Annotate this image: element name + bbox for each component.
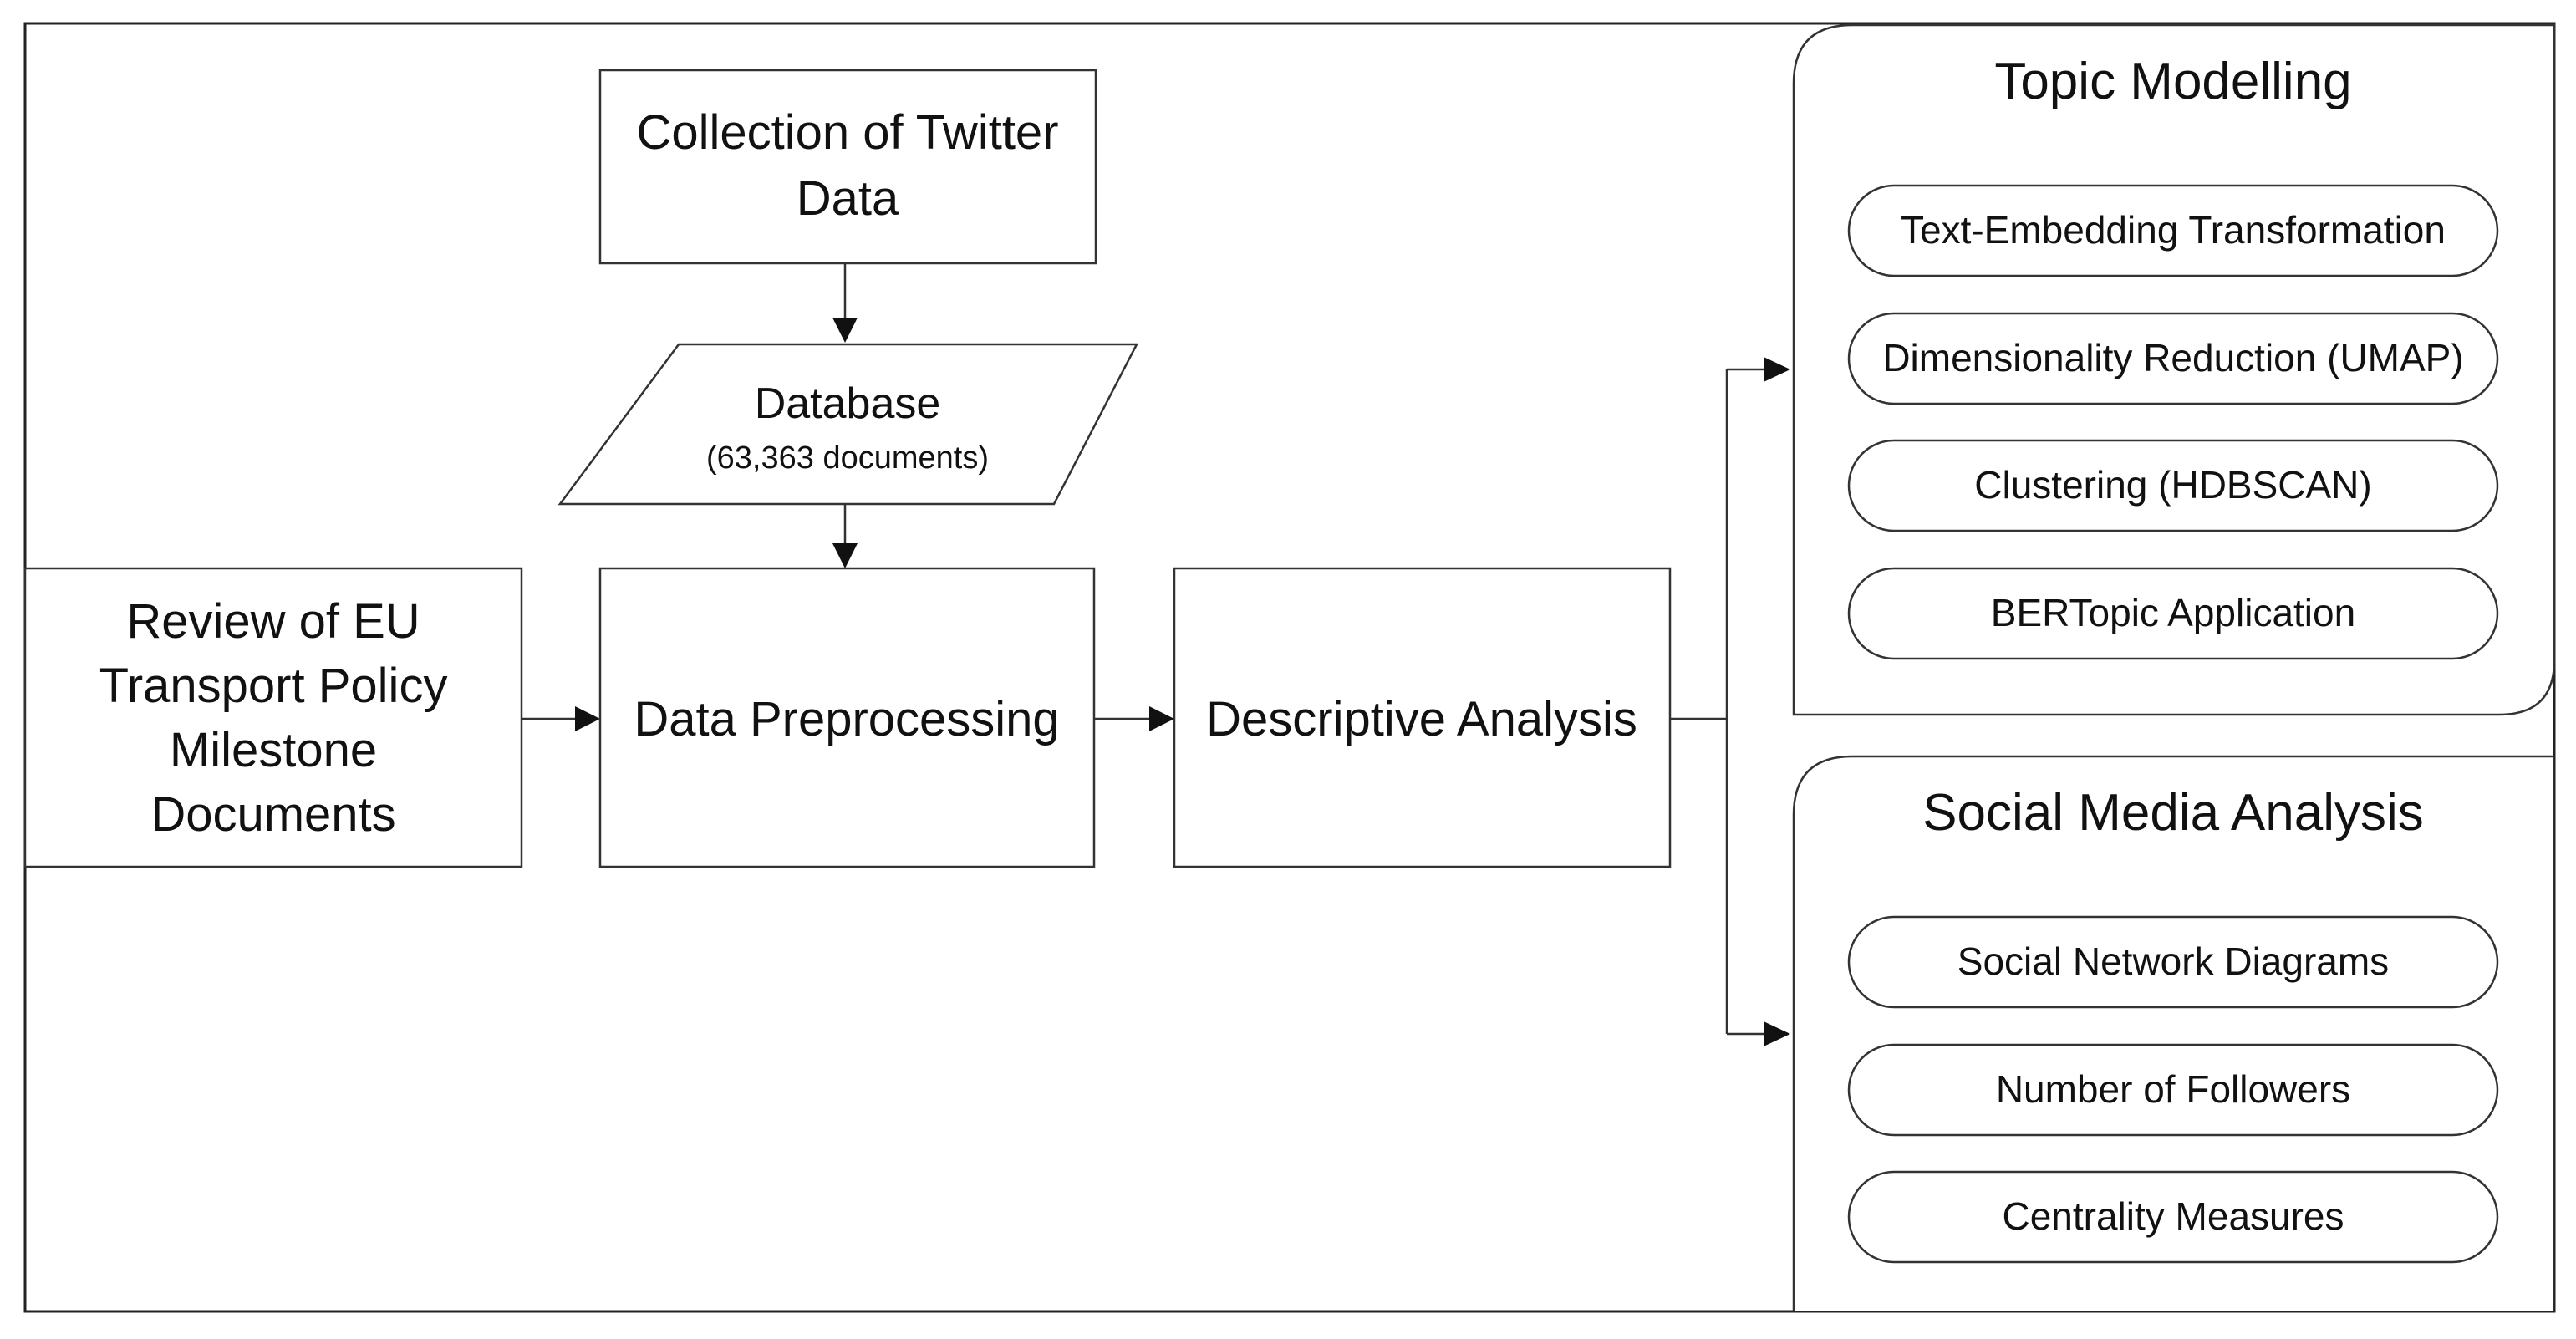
social-item-label: Centrality Measures <box>2002 1194 2344 1238</box>
topic-modelling-panel: Topic Modelling Text-Embedding Transform… <box>1792 23 2556 716</box>
social-item-pill <box>1847 915 2499 1009</box>
social-item-pill <box>1847 1043 2499 1137</box>
social-media-panel: Social Media Analysis Social Network Dia… <box>1792 755 2554 1311</box>
arrowhead-down <box>832 318 858 343</box>
topic-item-pill <box>1847 439 2499 532</box>
arrowhead-down <box>832 543 858 568</box>
connectors <box>522 263 1790 1046</box>
preprocessing-box: Data Preprocessing <box>598 567 1096 868</box>
topic-item-label: Text-Embedding Transformation <box>1901 208 2446 252</box>
social-item-pill <box>1847 1170 2499 1264</box>
social-item-label: Number of Followers <box>1996 1067 2350 1111</box>
review-label-line1: Review of EU <box>126 594 420 649</box>
database-shape: Database (63,363 documents) <box>557 343 1139 506</box>
topic-item-label: Clustering (HDBSCAN) <box>1974 463 2371 507</box>
arrowhead-right <box>1764 357 1790 382</box>
topic-modelling-title: Topic Modelling <box>1994 53 2351 110</box>
collection-box: Collection of Twitter Data <box>598 69 1097 265</box>
database-subtitle: (63,363 documents) <box>706 440 989 476</box>
review-label-line4: Documents <box>150 787 395 842</box>
database-title: Database <box>755 379 941 428</box>
review-box: Review of EU Transport Policy Milestone … <box>23 567 523 868</box>
review-label-line2: Transport Policy <box>99 659 448 713</box>
social-item-label: Social Network Diagrams <box>1957 939 2389 983</box>
descriptive-label: Descriptive Analysis <box>1206 692 1637 746</box>
collection-label-line2: Data <box>797 171 899 226</box>
topic-item-pill <box>1847 312 2499 405</box>
descriptive-box: Descriptive Analysis <box>1173 567 1672 868</box>
topic-item-label: Dimensionality Reduction (UMAP) <box>1882 336 2463 379</box>
topic-item-pill <box>1847 567 2499 660</box>
topic-item-pill <box>1847 184 2499 277</box>
preprocessing-label: Data Preprocessing <box>634 692 1059 746</box>
arrowhead-right <box>1149 706 1174 731</box>
social-media-title: Social Media Analysis <box>1922 784 2424 842</box>
review-label-line3: Milestone <box>170 723 377 777</box>
topic-item-label: BERTopic Application <box>1991 591 2355 634</box>
arrowhead-right <box>1764 1021 1790 1046</box>
arrowhead-right <box>575 706 600 731</box>
collection-label-line1: Collection of Twitter <box>636 105 1058 160</box>
